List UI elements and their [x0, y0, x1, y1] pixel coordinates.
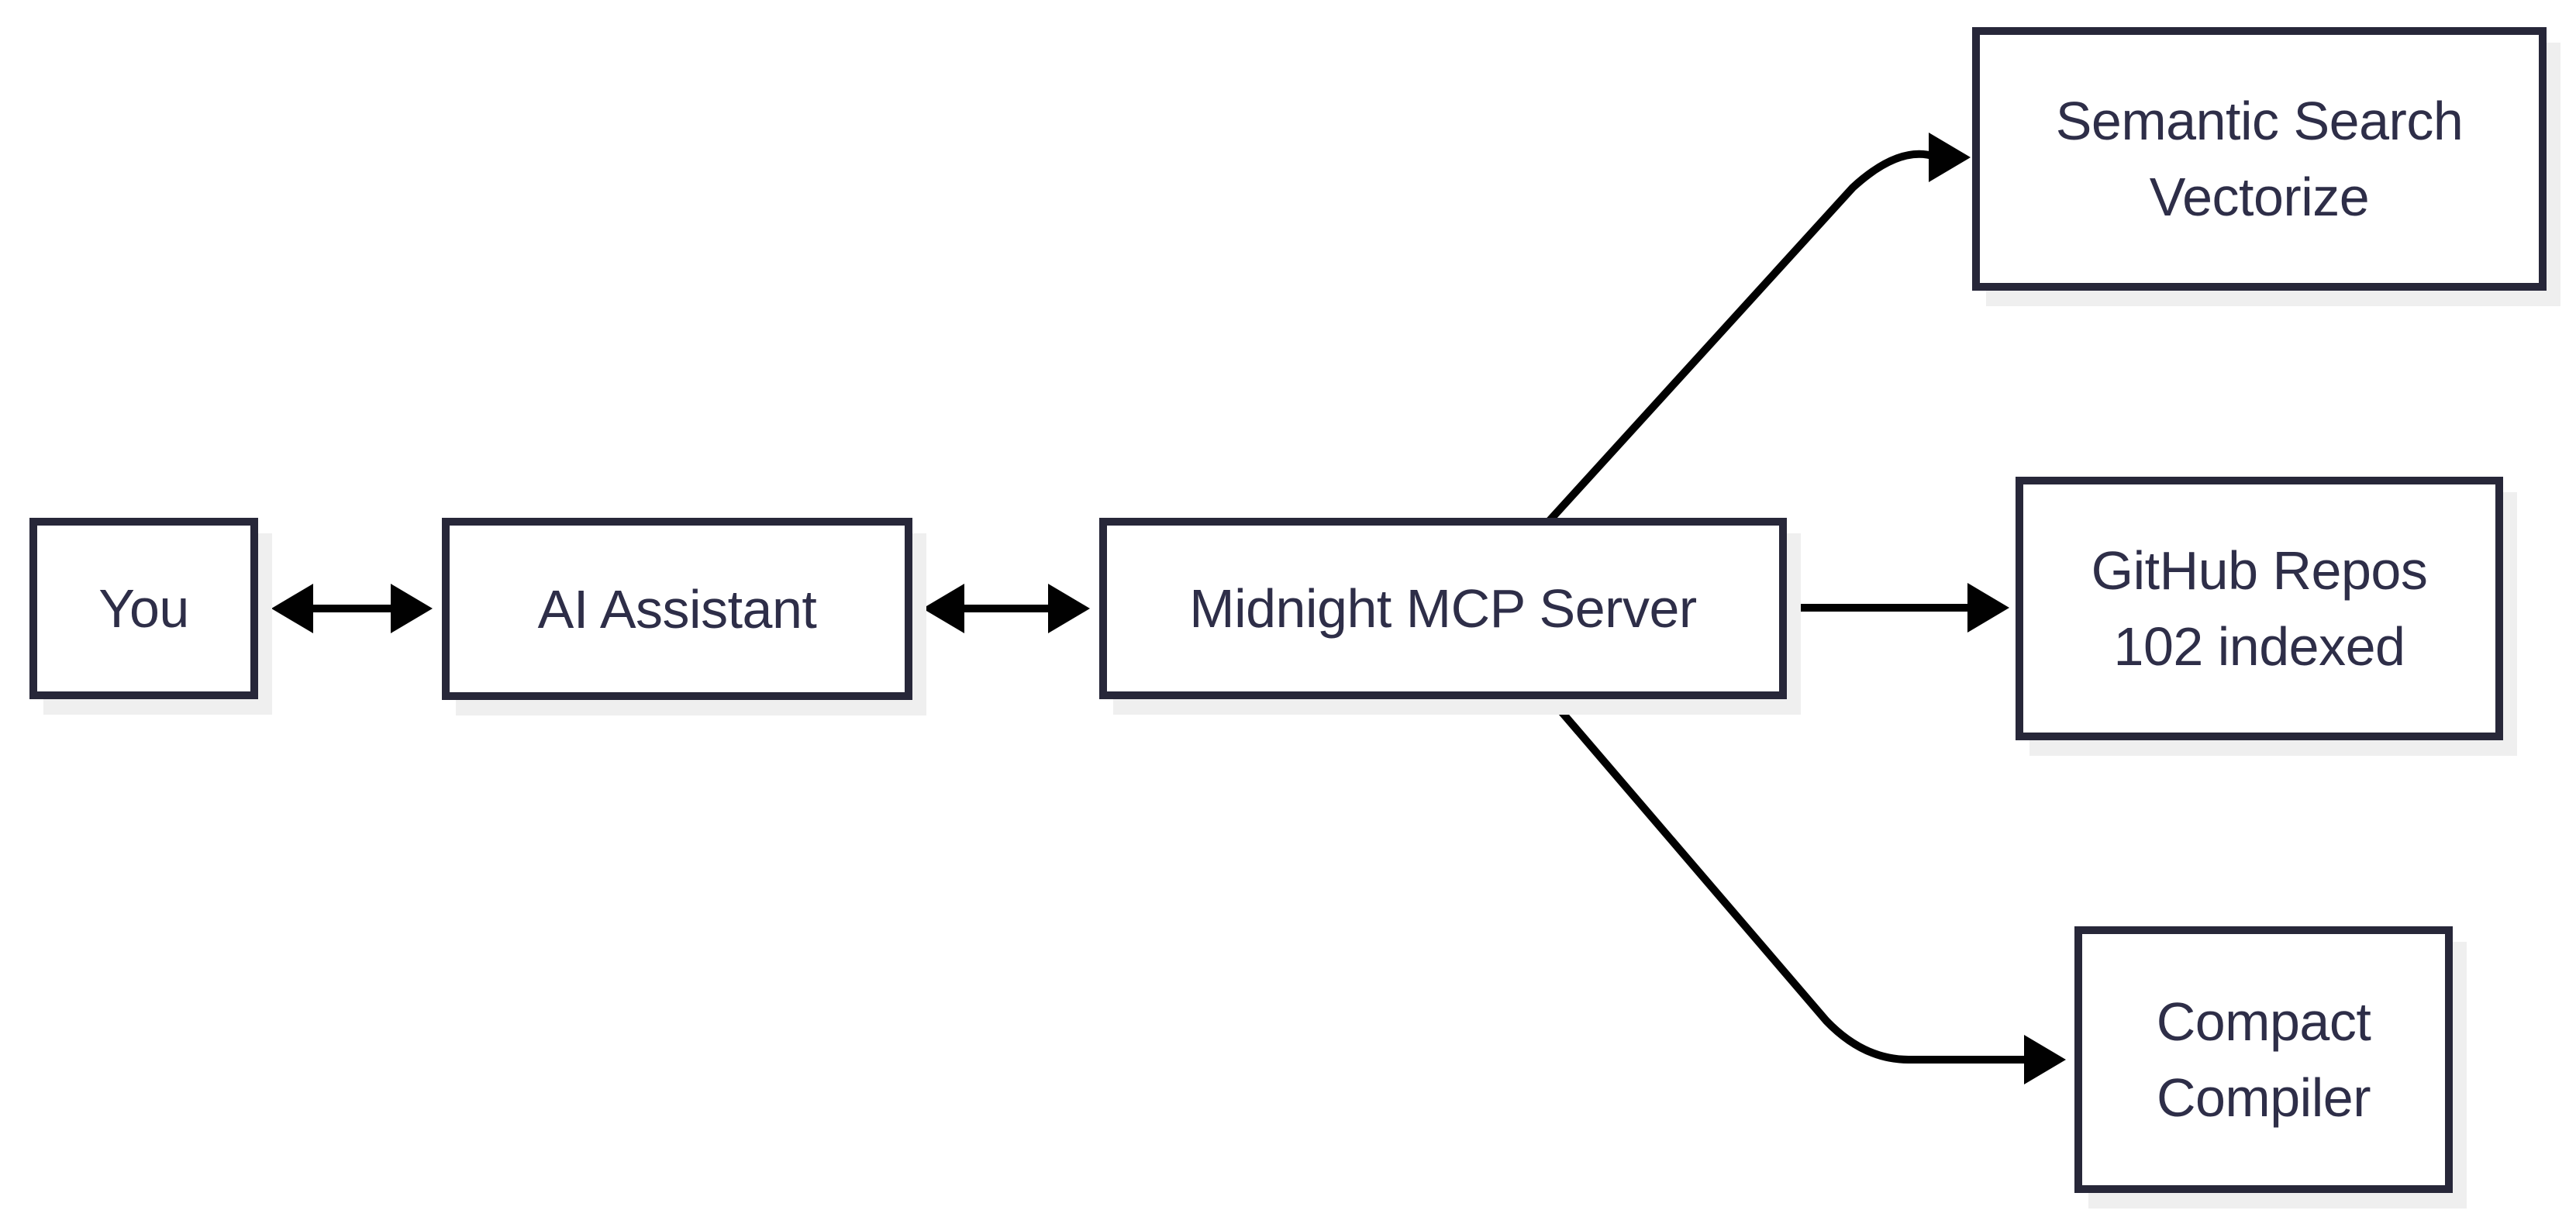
node-label: Midnight MCP Server	[1189, 578, 1697, 639]
arrowhead-right-icon	[2024, 1035, 2066, 1084]
node-label: You	[98, 578, 189, 639]
node-semantic-search-vectorize: Semantic Search Vectorize	[1972, 27, 2547, 291]
arrowhead-right-icon	[1929, 133, 1971, 182]
arrowhead-right-icon	[1048, 584, 1090, 633]
edge-mcp-semantic	[1526, 133, 1971, 546]
edge-path	[1526, 150, 1936, 546]
node-label-line2: 102 indexed	[2113, 616, 2405, 677]
arrowhead-right-icon	[1967, 583, 2009, 633]
node-label-line1: GitHub Repos	[2091, 540, 2428, 601]
arrowhead-right-icon	[391, 584, 433, 633]
node-label-line1: Compact	[2156, 991, 2371, 1052]
node-ai-assistant: AI Assistant	[442, 518, 912, 700]
node-github-repos: GitHub Repos 102 indexed	[2016, 477, 2503, 740]
node-midnight-mcp-server: Midnight MCP Server	[1099, 518, 1787, 699]
arrowhead-left-icon	[922, 584, 964, 633]
node-label-line2: Compiler	[2156, 1067, 2371, 1128]
edge-ai-mcp	[922, 584, 1090, 633]
node-label-line1: Semantic Search	[2055, 91, 2464, 151]
node-you: You	[29, 518, 258, 699]
node-compact-compiler: Compact Compiler	[2074, 926, 2453, 1193]
arrowhead-left-icon	[271, 584, 313, 633]
node-label-line2: Vectorize	[2149, 167, 2370, 227]
edge-mcp-github	[1783, 583, 2009, 633]
edge-path	[1526, 671, 2029, 1064]
edge-you-ai	[271, 584, 433, 633]
edge-mcp-compiler	[1526, 671, 2066, 1084]
node-label: AI Assistant	[537, 578, 817, 640]
